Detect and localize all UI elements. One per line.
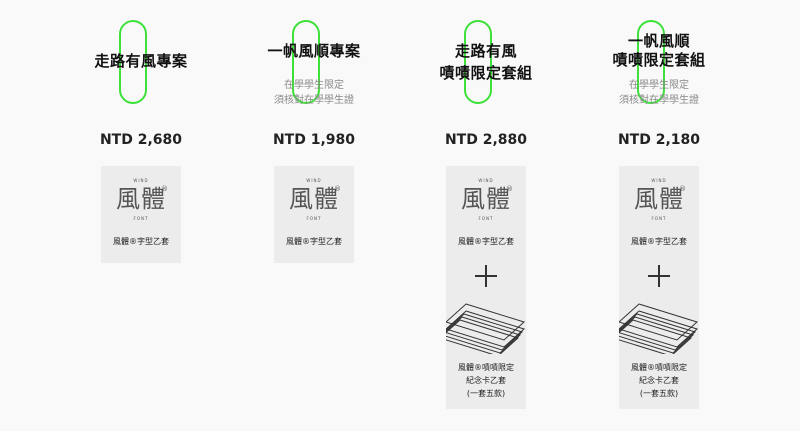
- highlight-marker: [637, 20, 665, 104]
- plan-smooth-sailing-zeczec-set[interactable]: 一帆風順 嘖嘖限定套組 在學學生限定 須核對在學學生證 NTD 2,180 WI…: [579, 0, 739, 431]
- plus-icon: [475, 265, 497, 287]
- bonus-item-line: (一套五款): [466, 389, 506, 398]
- font-logo: WIND 風體 ® FONT: [461, 178, 513, 221]
- bonus-item-line: 風體®嘖嘖限定: [631, 363, 687, 372]
- plan-price: NTD 2,680: [99, 132, 183, 148]
- plan-title: 嘖嘖限定套組: [439, 64, 533, 82]
- bonus-item-line: 風體®嘖嘖限定: [458, 363, 514, 372]
- font-item-label: 風體®字型乙套: [113, 237, 169, 246]
- bonus-item-line: 紀念卡乙套: [466, 376, 506, 385]
- plan-contents-card: WIND 風體 ® FONT 風體®字型乙套 風體®嘖嘖限定 紀念卡乙套 (一套…: [619, 166, 699, 409]
- plan-note: 須核對在學學生證: [619, 95, 699, 106]
- font-logo: WIND 風體 ® FONT: [634, 178, 686, 221]
- postcards-icon: [446, 303, 525, 354]
- plan-contents-card: WIND 風體 ® FONT 風體®字型乙套: [274, 166, 354, 263]
- postcards-icon: [619, 303, 698, 354]
- highlight-marker: [119, 20, 147, 104]
- plan-title: 走路有風: [454, 42, 517, 60]
- plus-icon: [648, 265, 670, 287]
- font-item-label: 風體®字型乙套: [458, 237, 514, 246]
- plan-contents-card: WIND 風體 ® FONT 風體®字型乙套: [101, 166, 181, 263]
- plan-price: NTD 2,180: [617, 132, 701, 148]
- font-logo: WIND 風體 ® FONT: [289, 178, 341, 221]
- font-item-label: 風體®字型乙套: [631, 237, 687, 246]
- plan-title: 走路有風專案: [94, 52, 188, 70]
- bonus-item-line: (一套五款): [639, 389, 679, 398]
- plan-title: 一帆風順專案: [267, 42, 361, 60]
- plan-smooth-sailing[interactable]: 一帆風順專案 在學學生限定 須核對在學學生證 NTD 1,980 WIND 風體…: [234, 0, 394, 431]
- plan-walk-windy-zeczec-set[interactable]: 走路有風 嘖嘖限定套組 NTD 2,880 WIND 風體 ® FONT 風體®…: [406, 0, 566, 431]
- plan-price: NTD 1,980: [272, 132, 356, 148]
- plan-walk-windy[interactable]: 走路有風專案 NTD 2,680 WIND 風體 ® FONT 風體®字型乙套: [61, 0, 221, 431]
- plan-note: 在學學生限定: [284, 80, 344, 91]
- plan-note: 須核對在學學生證: [274, 95, 354, 106]
- font-logo: WIND 風體 ® FONT: [116, 178, 168, 221]
- bonus-item-line: 紀念卡乙套: [639, 376, 679, 385]
- plan-price: NTD 2,880: [444, 132, 528, 148]
- plan-title: 嘖嘖限定套組: [612, 51, 706, 69]
- font-item-label: 風體®字型乙套: [286, 237, 342, 246]
- plan-title: 一帆風順: [627, 32, 690, 50]
- highlight-marker: [464, 20, 492, 104]
- plan-contents-card: WIND 風體 ® FONT 風體®字型乙套 風體®嘖嘖限定 紀念卡乙套 (一套…: [446, 166, 526, 409]
- plan-note: 在學學生限定: [629, 80, 689, 91]
- highlight-marker: [292, 20, 320, 104]
